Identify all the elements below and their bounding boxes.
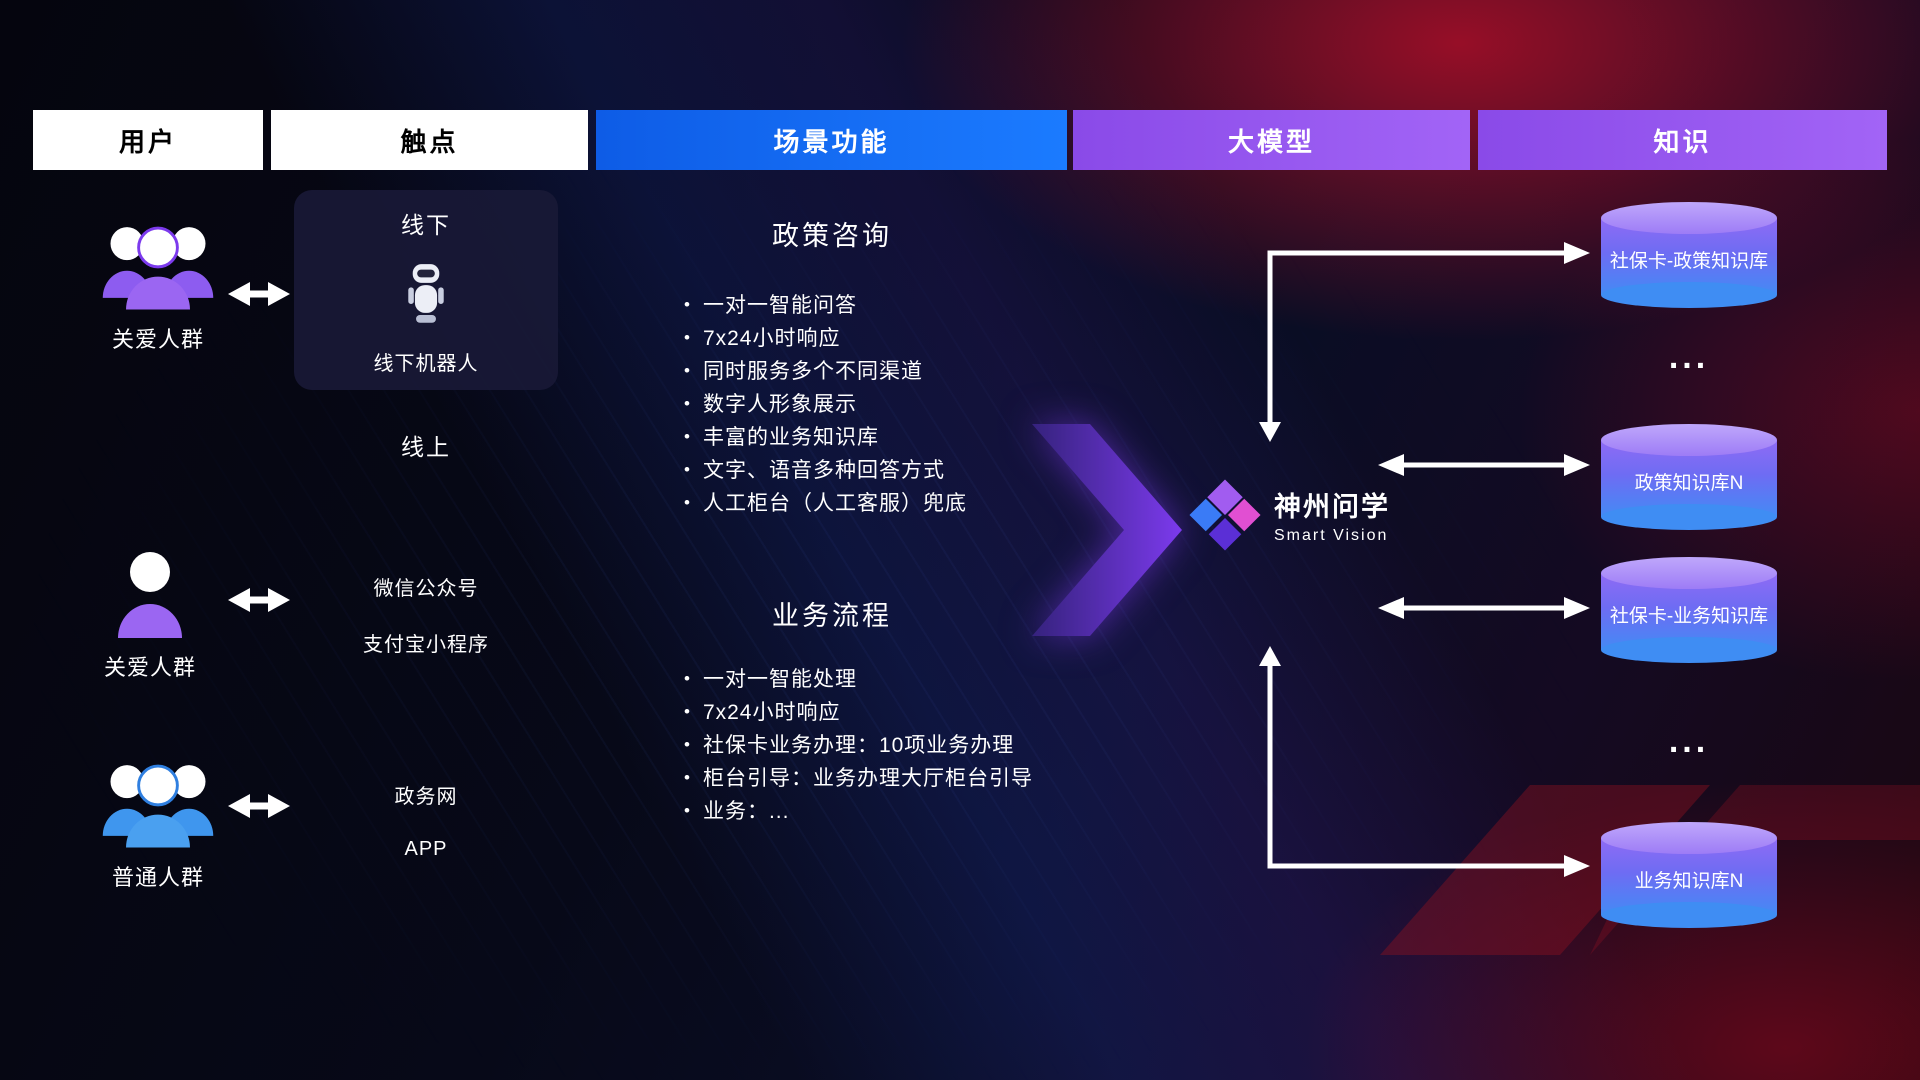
business-item: 业务：... (684, 796, 1033, 829)
knowledge-ellipsis: ... (1668, 338, 1710, 376)
db-cylinder-bottom (1601, 902, 1777, 928)
user-group-general: 普通人群 (88, 752, 228, 892)
db-cylinder-bottom (1601, 504, 1777, 530)
user-group-care-1: 关爱人群 (88, 214, 228, 354)
db-cylinder-top (1601, 424, 1777, 456)
offline-title: 线下 (401, 212, 451, 238)
business-section-title: 业务流程 (772, 601, 892, 631)
policy-item: 同时服务多个不同渠道 (684, 356, 967, 389)
header-users: 用户 (33, 110, 263, 170)
brand-logo: 神州问学 Smart Vision (1188, 478, 1390, 552)
db-socialcard-business: 社保卡-业务知识库 (1601, 557, 1777, 663)
knowledge-ellipsis: ... (1668, 722, 1710, 760)
people-group-icon (102, 226, 214, 310)
policy-item: 人工柜台（人工客服）兜底 (684, 488, 967, 521)
policy-item: 数字人形象展示 (684, 389, 967, 422)
db-business-n: 业务知识库N (1601, 822, 1777, 928)
person-icon (118, 552, 182, 638)
db-cylinder-bottom (1601, 637, 1777, 663)
db-label: 社保卡-业务知识库 (1609, 605, 1769, 627)
channel-wechat: 微信公众号 (373, 578, 479, 600)
channel-gov-web: 政务网 (394, 786, 458, 808)
brand-name: 神州问学 (1274, 492, 1390, 522)
db-label: 政策知识库N (1634, 472, 1744, 494)
business-item: 柜台引导：业务办理大厅柜台引导 (684, 763, 1033, 796)
policy-item: 一对一智能问答 (684, 290, 967, 323)
policy-items-list: 一对一智能问答 7x24小时响应 同时服务多个不同渠道 数字人形象展示 丰富的业… (684, 290, 967, 521)
db-cylinder-top (1601, 557, 1777, 589)
online-title: 线上 (401, 434, 451, 460)
db-cylinder-top (1601, 822, 1777, 854)
policy-item: 文字、语音多种回答方式 (684, 455, 967, 488)
people-group-icon (102, 764, 214, 848)
business-items-list: 一对一智能处理 7x24小时响应 社保卡业务办理：10项业务办理 柜台引导：业务… (684, 664, 1033, 829)
header-knowledge: 知识 (1478, 110, 1887, 170)
business-item: 社保卡业务办理：10项业务办理 (684, 730, 1033, 763)
channel-app: APP (404, 838, 448, 860)
policy-section-title: 政策咨询 (772, 221, 892, 251)
db-policy-n: 政策知识库N (1601, 424, 1777, 530)
db-cylinder-bottom (1601, 282, 1777, 308)
header-touchpoints: 触点 (271, 110, 588, 170)
flow-arrow-icon (1032, 424, 1182, 636)
user-label: 关爱人群 (103, 655, 196, 680)
db-label: 社保卡-政策知识库 (1609, 250, 1769, 272)
policy-item: 7x24小时响应 (684, 323, 967, 356)
header-large-model: 大模型 (1073, 110, 1470, 170)
db-label: 业务知识库N (1634, 870, 1744, 892)
business-item: 一对一智能处理 (684, 664, 1033, 697)
channel-alipay: 支付宝小程序 (363, 634, 489, 656)
db-socialcard-policy: 社保卡-政策知识库 (1601, 202, 1777, 308)
db-cylinder-top (1601, 202, 1777, 234)
user-single-care: 关爱人群 (100, 548, 200, 682)
offline-robot-label: 线下机器人 (373, 353, 479, 375)
brand-text: 神州问学 Smart Vision (1274, 485, 1390, 545)
brand-diamond-icon (1189, 479, 1261, 551)
policy-item: 丰富的业务知识库 (684, 422, 967, 455)
arrow-model-db4 (1267, 664, 1564, 869)
robot-icon (408, 263, 444, 323)
header-scenario-functions: 场景功能 (596, 110, 1067, 170)
business-item: 7x24小时响应 (684, 697, 1033, 730)
touchpoint-offline-card: 线下 线下机器人 (294, 190, 558, 390)
arrow-model-db1 (1267, 250, 1564, 424)
user-label: 关爱人群 (111, 327, 204, 352)
user-label: 普通人群 (111, 865, 204, 890)
brand-subtitle: Smart Vision (1274, 527, 1389, 544)
